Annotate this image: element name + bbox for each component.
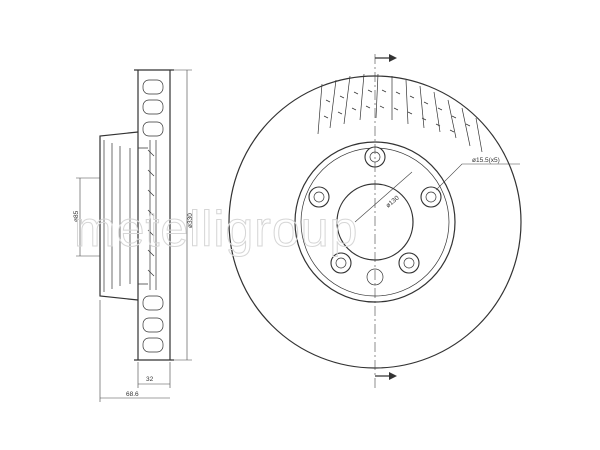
bolt-hole-5 bbox=[308, 186, 330, 208]
watermark-logo: metelligroup bbox=[74, 201, 358, 257]
bolt-circle-label: ø130 bbox=[385, 194, 401, 209]
hub-profile bbox=[99, 131, 139, 301]
disc-edges bbox=[134, 69, 174, 361]
drilled-pattern bbox=[317, 73, 483, 153]
thickness-dim-line bbox=[137, 362, 171, 388]
thickness-label: 32 bbox=[146, 376, 154, 383]
disc-faces bbox=[137, 70, 171, 360]
section-hatching bbox=[147, 149, 155, 277]
section-arrow-bottom bbox=[389, 372, 397, 380]
hole-spec-leader bbox=[435, 163, 520, 191]
hole-spec-label: ø15.5(x5) bbox=[472, 157, 500, 164]
outer-diameter-label: ø330 bbox=[187, 213, 194, 228]
bolt-circle-leader bbox=[354, 171, 413, 223]
bolt-hole-2 bbox=[420, 186, 442, 208]
hub-diameter-dim-line bbox=[76, 177, 100, 257]
outer-diameter-dim-line bbox=[172, 69, 192, 361]
height-label: 68.6 bbox=[126, 391, 139, 398]
section-arrow-top bbox=[389, 54, 397, 62]
hub-step bbox=[138, 147, 148, 285]
bolt-hole-4 bbox=[330, 252, 352, 274]
height-dim-line bbox=[99, 300, 170, 402]
vent-channels bbox=[142, 79, 164, 353]
bolt-hole-3 bbox=[398, 252, 420, 274]
hub-diameter-label: ø85 bbox=[73, 210, 80, 222]
hub-inner-lines bbox=[103, 140, 131, 292]
side-view: ø85 ø330 32 68.6 bbox=[73, 69, 194, 402]
